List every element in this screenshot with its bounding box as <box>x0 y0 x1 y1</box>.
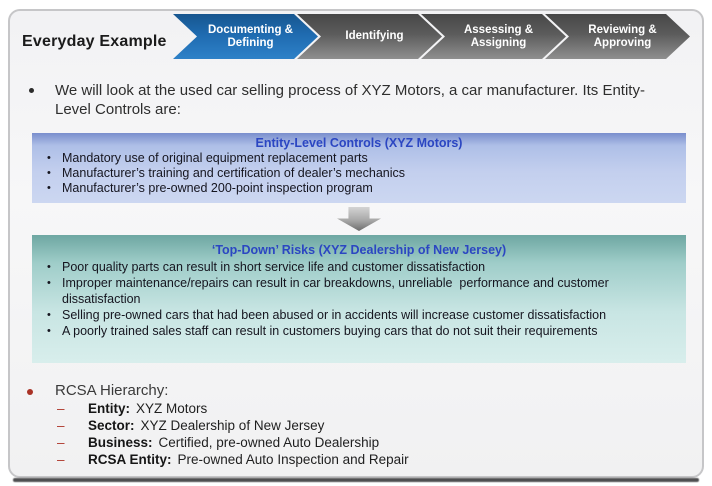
rcsa-item-entity: – Entity: XYZ Motors <box>57 401 657 418</box>
rcsa-item-value: Pre-owned Auto Inspection and Repair <box>177 452 409 467</box>
rcsa-item-rcsa-entity: – RCSA Entity: Pre-owned Auto Inspection… <box>57 452 657 469</box>
step-label: Documenting & Defining <box>208 23 293 49</box>
entity-level-controls-box: Entity-Level Controls (XYZ Motors) • Man… <box>32 133 686 203</box>
list-item-text: Poor quality parts can result in short s… <box>62 260 486 274</box>
rcsa-item-label: Entity: <box>88 401 130 416</box>
top-down-risks-box: ‘Top-Down’ Risks (XYZ Dealership of New … <box>32 235 686 363</box>
list-item-text: Improper maintenance/repairs can result … <box>62 276 613 306</box>
bullet-icon: • <box>47 325 51 337</box>
bullet-icon <box>27 389 33 395</box>
list-item: • Mandatory use of original equipment re… <box>32 151 686 166</box>
bullet-icon: • <box>47 182 51 194</box>
rcsa-item-label: Business: <box>88 435 153 450</box>
rcsa-item-value: XYZ Dealership of New Jersey <box>140 418 325 433</box>
risks-box-list: • Poor quality parts can result in short… <box>32 259 686 339</box>
list-item: • Manufacturer’s pre-owned 200-point ins… <box>32 181 686 196</box>
rcsa-item-value: Certified, pre-owned Auto Dealership <box>158 435 380 450</box>
list-item: • A poorly trained sales staff can resul… <box>32 323 686 339</box>
dash-icon: – <box>57 452 65 467</box>
list-item-text: A poorly trained sales staff can result … <box>62 324 598 338</box>
controls-box-list: • Mandatory use of original equipment re… <box>32 151 686 196</box>
intro-bullet-text: We will look at the used car selling pro… <box>55 82 645 118</box>
rcsa-hierarchy-list: – Entity: XYZ Motors – Sector: XYZ Deale… <box>57 401 657 469</box>
step-documenting-defining[interactable]: Documenting & Defining <box>173 14 318 59</box>
list-item: • Manufacturer’s training and certificat… <box>32 166 686 181</box>
step-assessing-assigning[interactable]: Assessing & Assigning <box>421 14 566 59</box>
risks-box-title: ‘Top-Down’ Risks (XYZ Dealership of New … <box>211 243 507 257</box>
step-label: Identifying <box>345 30 404 42</box>
step-reviewing-approving[interactable]: Reviewing & Approving <box>545 14 690 59</box>
bullet-icon: • <box>47 167 51 179</box>
rcsa-item-sector: – Sector: XYZ Dealership of New Jersey <box>57 418 657 435</box>
list-item-text: Selling pre-owned cars that had been abu… <box>62 308 607 322</box>
dash-icon: – <box>57 435 65 450</box>
list-item: • Poor quality parts can result in short… <box>32 259 686 275</box>
rcsa-heading: RCSA Hierarchy: <box>55 382 169 399</box>
process-step-strip: Documenting & Defining Identifying Asses… <box>173 14 690 59</box>
bullet-icon: • <box>47 277 51 289</box>
step-label: Reviewing & Approving <box>588 23 657 49</box>
list-item: • Improper maintenance/repairs can resul… <box>32 275 686 307</box>
list-item-text: Manufacturer’s pre-owned 200-point inspe… <box>62 181 373 195</box>
controls-box-title: Entity-Level Controls (XYZ Motors) <box>255 136 463 150</box>
list-item: • Selling pre-owned cars that had been a… <box>32 307 686 323</box>
step-label: Assessing & Assigning <box>463 23 534 49</box>
bullet-icon: • <box>47 261 51 273</box>
rcsa-item-label: Sector: <box>88 418 135 433</box>
bullet-icon: • <box>47 152 51 164</box>
rcsa-item-business: – Business: Certified, pre-owned Auto De… <box>57 435 657 452</box>
bullet-icon: • <box>47 309 51 321</box>
bullet-icon <box>29 88 34 93</box>
list-item-text: Mandatory use of original equipment repl… <box>62 151 368 165</box>
slide-bottom-shadow <box>13 478 699 482</box>
list-item-text: Manufacturer’s training and certificatio… <box>62 166 406 180</box>
dash-icon: – <box>57 401 65 416</box>
page-title: Everyday Example <box>22 33 167 50</box>
rcsa-item-label: RCSA Entity: <box>88 452 172 467</box>
rcsa-item-value: XYZ Motors <box>136 401 208 416</box>
dash-icon: – <box>57 418 65 433</box>
step-identifying[interactable]: Identifying <box>297 14 442 59</box>
